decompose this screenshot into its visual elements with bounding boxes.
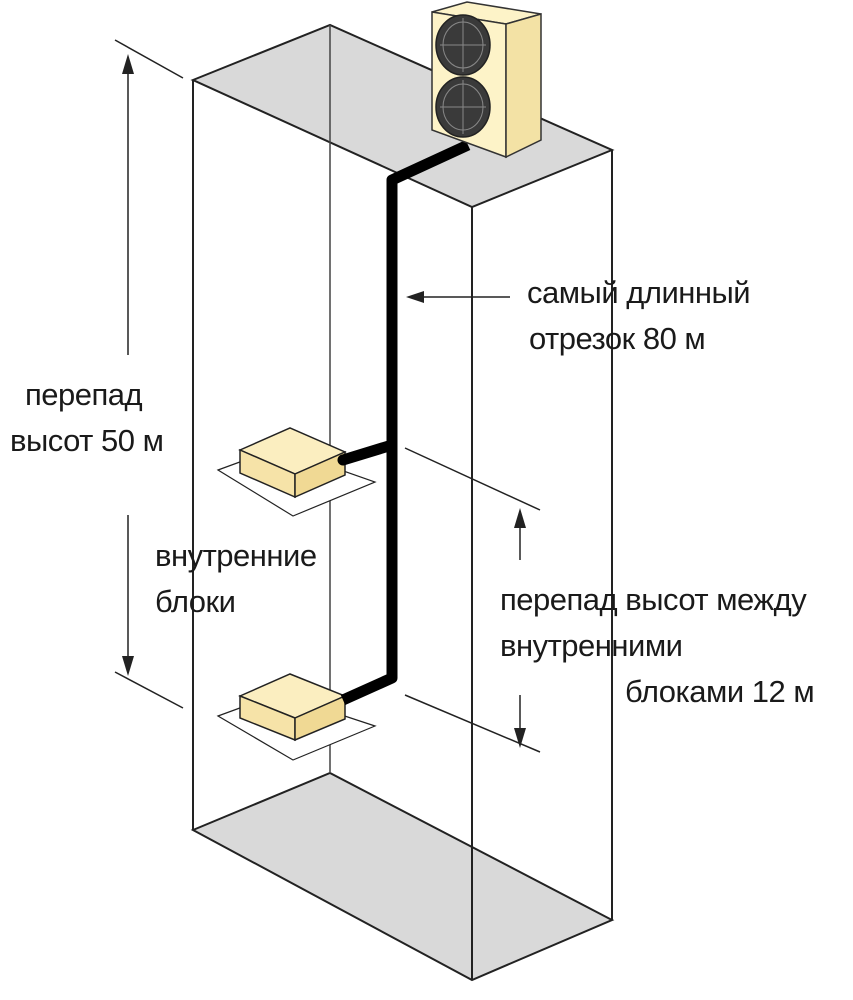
height-diff-indoor-line2: внутренними: [500, 628, 683, 663]
outdoor-unit: [431, 1, 542, 159]
indoor-units-label: внутренние блоки: [155, 533, 317, 625]
height-diff-indoor-label: перепад высот между внутренними блоками …: [500, 577, 815, 715]
height-diff-total-label: перепад высот 50 м: [10, 372, 164, 464]
refrigerant-pipe: [340, 140, 471, 706]
longest-segment-line1: самый длинный: [527, 275, 751, 310]
height-12m-dimension: [404, 447, 541, 753]
indoor-units-line1: внутренние: [155, 538, 317, 573]
height-diff-indoor-line3: блоками 12 м: [625, 674, 815, 709]
indoor-units-line2: блоки: [155, 584, 236, 619]
longest-segment-label: самый длинный отрезок 80 м: [527, 270, 751, 362]
height-diff-total-line2: высот 50 м: [10, 423, 164, 458]
shaft-bottom-face: [190, 771, 615, 982]
longest-segment-pointer: [406, 291, 510, 303]
longest-segment-line2: отрезок 80 м: [529, 321, 706, 356]
height-50m-dimension: [114, 39, 184, 709]
indoor-unit-upper: [216, 427, 377, 517]
fan-grille-icon: [435, 14, 491, 138]
refrigerant-pipe-branch: [337, 439, 398, 466]
indoor-unit-lower: [216, 673, 377, 761]
height-diff-indoor-line1: перепад высот между: [500, 582, 807, 617]
height-diff-total-line1: перепад: [25, 377, 143, 412]
